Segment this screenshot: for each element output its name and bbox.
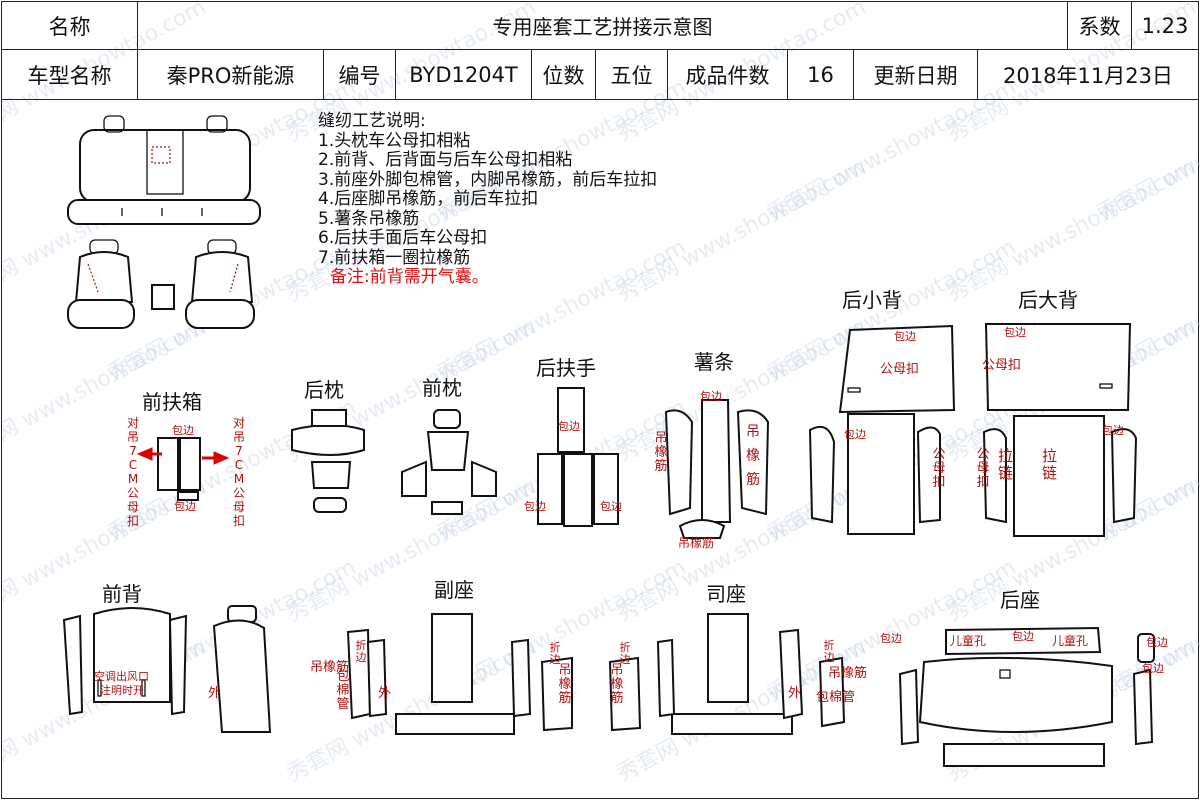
name-label: 名称 [2, 2, 138, 50]
notes-line: 3.前座外脚包棉管，内脚吊橡筋，前后车拉扣 [318, 169, 658, 190]
anno-wrap-edge: 包边 [1012, 630, 1034, 643]
date-value: 2018年11月23日 [978, 50, 1198, 100]
label-rear-pillow: 后枕 [304, 378, 344, 402]
anno-ac-note: 注明时开 [100, 684, 144, 697]
rear-seat-pieces [898, 626, 1155, 767]
page-title: 专用座套工艺拼接示意图 [138, 2, 1068, 50]
anno-elastic: 吊橡筋 [310, 660, 350, 675]
anno-cotton-tube: 包棉管 [336, 669, 350, 712]
rear-small-back-pieces [808, 324, 956, 535]
front-armbox-pieces [136, 437, 230, 501]
notes-line: 4.后座脚吊橡筋，前后车拉扣 [318, 189, 539, 209]
anno-wrap-edge: 包边 [174, 500, 196, 513]
driver-seat-pieces [608, 613, 846, 735]
anno-pull: 拉链 [998, 447, 1014, 482]
anno-elastic: 吊橡筋 [654, 431, 668, 474]
anno-wrap-edge: 包边 [524, 500, 546, 513]
front-seat-left-overview [67, 239, 135, 329]
label-passenger-seat: 副座 [434, 578, 474, 602]
anno-wrap-edge: 包边 [880, 632, 902, 645]
anno-snap-vertical: 公母扣 [932, 447, 946, 490]
rear-pillow-pieces [291, 409, 365, 513]
anno-pull: 拉链 [1042, 447, 1058, 482]
rear-bench-overview [67, 115, 261, 225]
front-seat-right-overview [185, 239, 255, 329]
date-label: 更新日期 [854, 50, 978, 100]
passenger-seat-pieces [346, 613, 573, 735]
anno-wrap-edge: 包边 [1142, 662, 1164, 675]
anno-armbox-right: 对吊7CM公母扣 [232, 416, 245, 528]
notes-line: 7.前扶箱一圈拉橡筋 [318, 247, 471, 268]
code-value: BYD1204T [396, 50, 532, 100]
pieces-label: 成品件数 [668, 50, 788, 100]
anno-wrap-edge: 包边 [700, 390, 722, 403]
anno-wrap-edge: 包边 [894, 330, 916, 343]
anno-elastic: 吊橡筋 [678, 536, 715, 550]
anno-armbox-left: 对吊7CM公母扣 [126, 416, 139, 528]
anno-outer: 外 [208, 686, 222, 701]
anno-wrap-edge: 包边 [1004, 326, 1026, 339]
anno-cotton-tube: 包棉管 [816, 690, 856, 705]
anno-elastic: 吊橡筋 [828, 666, 868, 681]
front-back-pieces [62, 605, 272, 733]
code-label: 编号 [324, 50, 396, 100]
sewing-notes: 缝纫工艺说明: 1.头枕车公母扣相粘 2.前背、后背面与后车公母扣相粘 3.前座… [318, 111, 658, 288]
label-front-pillow: 前枕 [422, 376, 462, 400]
pieces-value: 16 [788, 50, 854, 100]
anno-child-hole: 儿童孔 [1052, 634, 1089, 648]
label-rear-armrest: 后扶手 [536, 356, 596, 380]
notes-heading: 缝纫工艺说明: [318, 111, 426, 131]
front-pillow-pieces [401, 409, 497, 515]
anno-fold-edge: 折边 [619, 641, 631, 666]
fries-pieces [664, 399, 770, 539]
anno-outer: 外 [378, 686, 392, 701]
coef-label: 系数 [1068, 2, 1132, 50]
anno-elastic: 吊橡筋 [610, 663, 624, 706]
model-label: 车型名称 [2, 50, 138, 100]
anno-wrap-edge: 包边 [558, 420, 580, 433]
model-value: 秦PRO新能源 [138, 50, 324, 100]
label-rear-big-back: 后大背 [1018, 288, 1078, 312]
anno-snap: 公母扣 [880, 362, 920, 377]
anno-child-hole: 儿童孔 [950, 634, 987, 648]
seats-label: 位数 [532, 50, 596, 100]
notes-line: 5.薯条吊橡筋 [318, 208, 420, 229]
anno-fold-edge: 折边 [823, 639, 835, 664]
anno-ac-outlet: 空调出风口 [94, 670, 149, 683]
notes-line: 6.后扶手面后车公母扣 [318, 228, 488, 248]
anno-elastic: 吊橡筋 [746, 424, 760, 488]
anno-snap-vertical: 公母扣 [976, 447, 990, 490]
anno-outer: 外 [788, 686, 802, 701]
anno-wrap-edge: 包边 [1102, 424, 1124, 437]
notes-line: 2.前背、后背面与后车公母扣相粘 [318, 150, 573, 170]
label-front-armbox: 前扶箱 [142, 390, 202, 414]
label-front-back: 前背 [102, 582, 142, 606]
anno-fold-edge: 折边 [549, 641, 561, 666]
notes-remark: 备注:前背需开气囊。 [330, 267, 489, 287]
small-block-overview [151, 284, 175, 310]
coef-value: 1.23 [1132, 2, 1198, 50]
label-rear-small-back: 后小背 [842, 288, 902, 312]
anno-wrap-edge: 包边 [172, 424, 194, 437]
anno-wrap-edge: 包边 [1146, 636, 1168, 649]
label-driver-seat: 司座 [706, 582, 746, 606]
rear-big-back-pieces [982, 323, 1138, 537]
rear-armrest-pieces [537, 387, 619, 527]
anno-fold-edge: 折边 [355, 639, 367, 664]
anno-elastic: 吊橡筋 [558, 663, 572, 706]
anno-wrap-edge: 包边 [844, 428, 866, 441]
label-rear-seat: 后座 [1000, 588, 1040, 612]
anno-snap: 公母扣 [982, 358, 1022, 373]
seats-value: 五位 [596, 50, 668, 100]
label-fries: 薯条 [694, 350, 734, 374]
anno-wrap-edge: 包边 [600, 500, 622, 513]
notes-line: 1.头枕车公母扣相粘 [318, 130, 471, 151]
